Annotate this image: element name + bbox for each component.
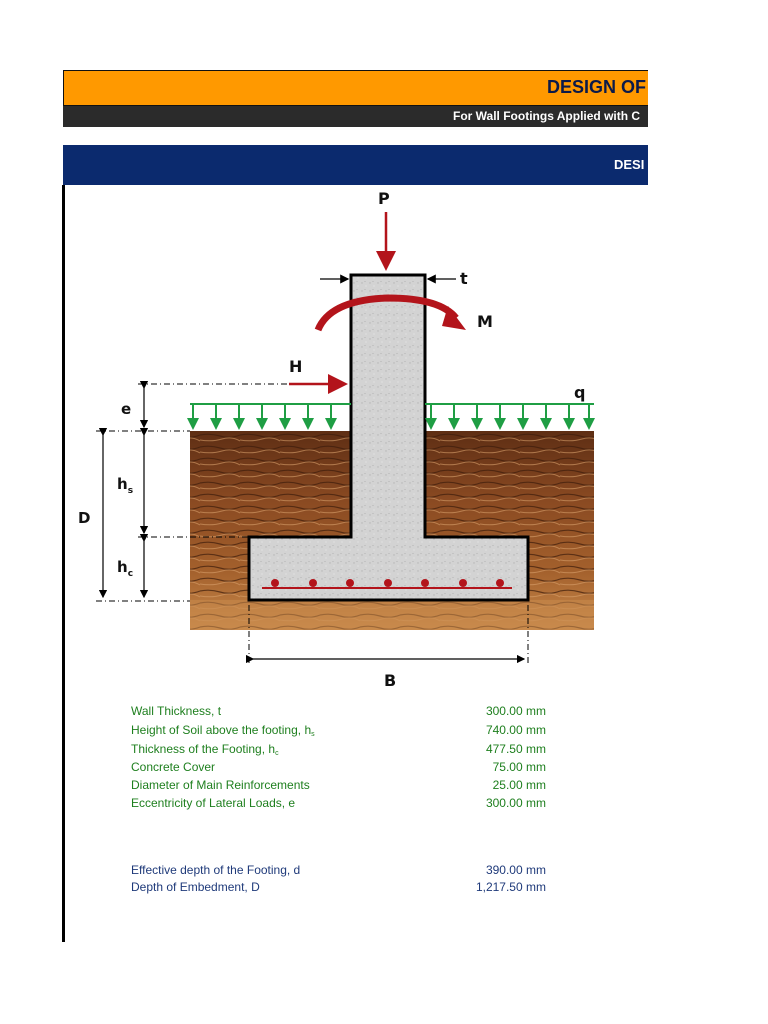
param-value: 740.00 bbox=[485, 723, 523, 737]
input-row-footing-thickness: Thickness of the Footing, hc 477.50 mm bbox=[131, 740, 546, 758]
page-title: DESIGN OF bbox=[547, 77, 647, 97]
label-hc: hc bbox=[117, 558, 133, 579]
param-subscript: c bbox=[275, 750, 279, 757]
input-row-eccentricity: Eccentricity of Lateral Loads, e 300.00 … bbox=[131, 794, 546, 812]
param-label: Depth of Embedment, D bbox=[131, 880, 260, 894]
param-label: Wall Thickness, t bbox=[131, 704, 222, 718]
rebar-dots bbox=[271, 579, 504, 587]
section-title: DESI bbox=[614, 157, 645, 172]
label-b: B bbox=[384, 671, 396, 690]
computed-row-effective-depth: Effective depth of the Footing, d 390.00… bbox=[131, 861, 546, 879]
param-unit: mm bbox=[526, 704, 546, 718]
label-hs: hs bbox=[117, 475, 133, 496]
param-unit: mm bbox=[526, 742, 546, 756]
wall-footing-section bbox=[247, 273, 530, 602]
label-t: t bbox=[460, 269, 468, 288]
label-q: q bbox=[574, 383, 585, 402]
param-unit: mm bbox=[526, 863, 546, 877]
label-d: D bbox=[78, 509, 90, 527]
param-unit: mm bbox=[526, 778, 546, 792]
input-row-wall-thickness: Wall Thickness, t 300.00 mm bbox=[131, 702, 546, 720]
param-value: 1,217.50 bbox=[475, 880, 523, 894]
param-value: 300.00 bbox=[485, 796, 523, 810]
param-label: Eccentricity of Lateral Loads, e bbox=[131, 796, 296, 810]
param-label: Diameter of Main Reinforcements bbox=[131, 778, 310, 792]
title-bar: DESIGN OF bbox=[63, 70, 648, 106]
left-border bbox=[62, 185, 65, 942]
input-row-soil-height: Height of Soil above the footing, hs 740… bbox=[131, 721, 546, 739]
param-unit: mm bbox=[526, 723, 546, 737]
param-label: Effective depth of the Footing, d bbox=[131, 863, 301, 877]
label-h: H bbox=[289, 357, 302, 376]
subtitle-bar: For Wall Footings Applied with C bbox=[63, 106, 648, 127]
param-label: Height of Soil above the footing, h bbox=[131, 723, 312, 737]
section-header: DESI bbox=[63, 145, 648, 185]
param-value: 300.00 bbox=[485, 704, 523, 718]
param-value: 25.00 bbox=[492, 778, 523, 792]
extension-lines bbox=[96, 383, 529, 666]
param-value: 390.00 bbox=[485, 863, 523, 877]
moment-arrow bbox=[314, 294, 459, 332]
param-label: Thickness of the Footing, h bbox=[131, 742, 276, 756]
label-m: M bbox=[477, 312, 493, 331]
label-e: e bbox=[121, 400, 131, 418]
label-p: P bbox=[378, 189, 390, 208]
input-row-rebar-diameter: Diameter of Main Reinforcements 25.00 mm bbox=[131, 776, 546, 794]
param-unit: mm bbox=[526, 880, 546, 894]
vertical-dimensions bbox=[98, 380, 149, 599]
param-unit: mm bbox=[526, 760, 546, 774]
param-subscript: s bbox=[311, 731, 315, 738]
input-row-concrete-cover: Concrete Cover 75.00 mm bbox=[131, 758, 546, 776]
surcharge-arrows bbox=[187, 403, 595, 430]
computed-row-embedment-depth: Depth of Embedment, D 1,217.50 mm bbox=[131, 878, 546, 896]
param-value: 477.50 bbox=[485, 742, 523, 756]
param-label: Concrete Cover bbox=[131, 760, 216, 774]
param-value: 75.00 bbox=[492, 760, 523, 774]
param-unit: mm bbox=[526, 796, 546, 810]
page-subtitle: For Wall Footings Applied with C bbox=[453, 109, 641, 123]
footing-diagram: P t M H q e hs D hc B bbox=[78, 189, 595, 690]
